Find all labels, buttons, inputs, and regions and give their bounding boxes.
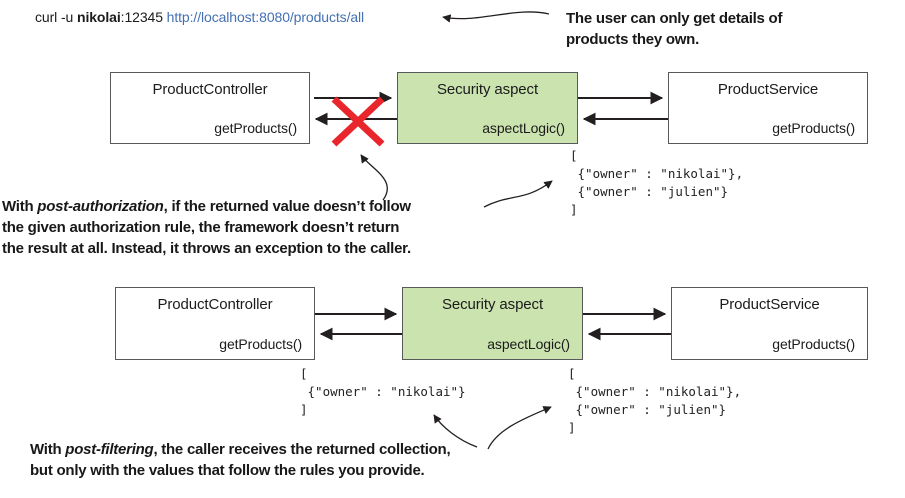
json-line: [ bbox=[300, 366, 308, 381]
curl-password: :12345 bbox=[120, 9, 167, 25]
callout-line: but only with the values that follow the… bbox=[30, 462, 425, 479]
callout-post-filtering: With post-filtering, the caller receives… bbox=[30, 439, 451, 481]
callout-line: the given authorization rule, the framew… bbox=[2, 219, 400, 236]
term-post-authorization: post-authorization bbox=[37, 198, 164, 215]
json-line: ] bbox=[568, 420, 576, 435]
box-title: ProductService bbox=[717, 81, 819, 98]
box-product-controller-2: ProductController getProducts() bbox=[115, 287, 315, 360]
curl-username: nikolai bbox=[77, 9, 121, 25]
json-line: {"owner" : "nikolai"}, bbox=[568, 384, 742, 399]
post-authorization-arrow-to-json bbox=[483, 180, 553, 208]
term-post-filtering: post-filtering bbox=[65, 441, 154, 458]
box-product-service-2: ProductService getProducts() bbox=[671, 287, 868, 360]
json-line: ] bbox=[300, 402, 308, 417]
box-method: aspectLogic() bbox=[482, 120, 565, 136]
box-method: getProducts() bbox=[772, 120, 855, 136]
box-method: getProducts() bbox=[214, 120, 297, 136]
box-title: ProductController bbox=[157, 296, 273, 313]
box-method: getProducts() bbox=[219, 336, 302, 352]
box-security-aspect-2: Security aspect aspectLogic() bbox=[402, 287, 583, 360]
post-filtering-arrow-to-service-json bbox=[487, 406, 552, 450]
json-line: {"owner" : "julien"} bbox=[570, 184, 729, 199]
callout-owner-only-line1: The user can only get details of bbox=[566, 10, 783, 27]
json-line: {"owner" : "nikolai"} bbox=[300, 384, 466, 399]
request-url-link[interactable]: http://localhost:8080/products/all bbox=[166, 9, 365, 25]
json-line: [ bbox=[570, 148, 578, 163]
box-product-service-1: ProductService getProducts() bbox=[668, 72, 868, 144]
denied-x-icon bbox=[331, 96, 385, 147]
json-line: {"owner" : "nikolai"}, bbox=[570, 166, 744, 181]
box-product-controller-1: ProductController getProducts() bbox=[110, 72, 310, 144]
curl-prefix: curl -u bbox=[35, 9, 77, 25]
callout-intro: With bbox=[2, 198, 38, 215]
box-method: aspectLogic() bbox=[487, 336, 570, 352]
box-title: Security aspect bbox=[436, 81, 539, 98]
callout-rest: , if the returned value doesn’t follow bbox=[163, 198, 411, 215]
callout-owner-only: The user can only get details of product… bbox=[566, 8, 782, 50]
post-authorization-arrow-to-x bbox=[360, 154, 388, 201]
json-filtered-collection: [ {"owner" : "nikolai"} ] bbox=[300, 365, 466, 419]
json-line: [ bbox=[568, 366, 576, 381]
callout-line: With post-authorization, if the returned… bbox=[2, 196, 411, 217]
box-title: ProductController bbox=[152, 81, 268, 98]
callout-intro: With bbox=[30, 441, 66, 458]
json-returned-collection-2: [ {"owner" : "nikolai"}, {"owner" : "jul… bbox=[568, 365, 741, 437]
callout-rest: , the caller receives the returned colle… bbox=[153, 441, 451, 458]
box-title: Security aspect bbox=[441, 296, 544, 313]
box-method: getProducts() bbox=[772, 336, 855, 352]
callout-owner-only-line2: products they own. bbox=[566, 31, 700, 48]
callout-post-authorization: With post-authorization, if the returned… bbox=[2, 196, 411, 259]
callout-top-arrow bbox=[442, 11, 550, 23]
callout-line: With post-filtering, the caller receives… bbox=[30, 439, 451, 460]
json-line: {"owner" : "julien"} bbox=[568, 402, 727, 417]
box-title: ProductService bbox=[719, 296, 820, 313]
curl-command: curl -u nikolai:12345 http://localhost:8… bbox=[35, 9, 364, 25]
callout-line: the result at all. Instead, it throws an… bbox=[2, 240, 411, 257]
json-returned-collection-1: [ {"owner" : "nikolai"}, {"owner" : "jul… bbox=[570, 147, 743, 219]
box-security-aspect-1: Security aspect aspectLogic() bbox=[397, 72, 578, 144]
json-line: ] bbox=[570, 202, 578, 217]
